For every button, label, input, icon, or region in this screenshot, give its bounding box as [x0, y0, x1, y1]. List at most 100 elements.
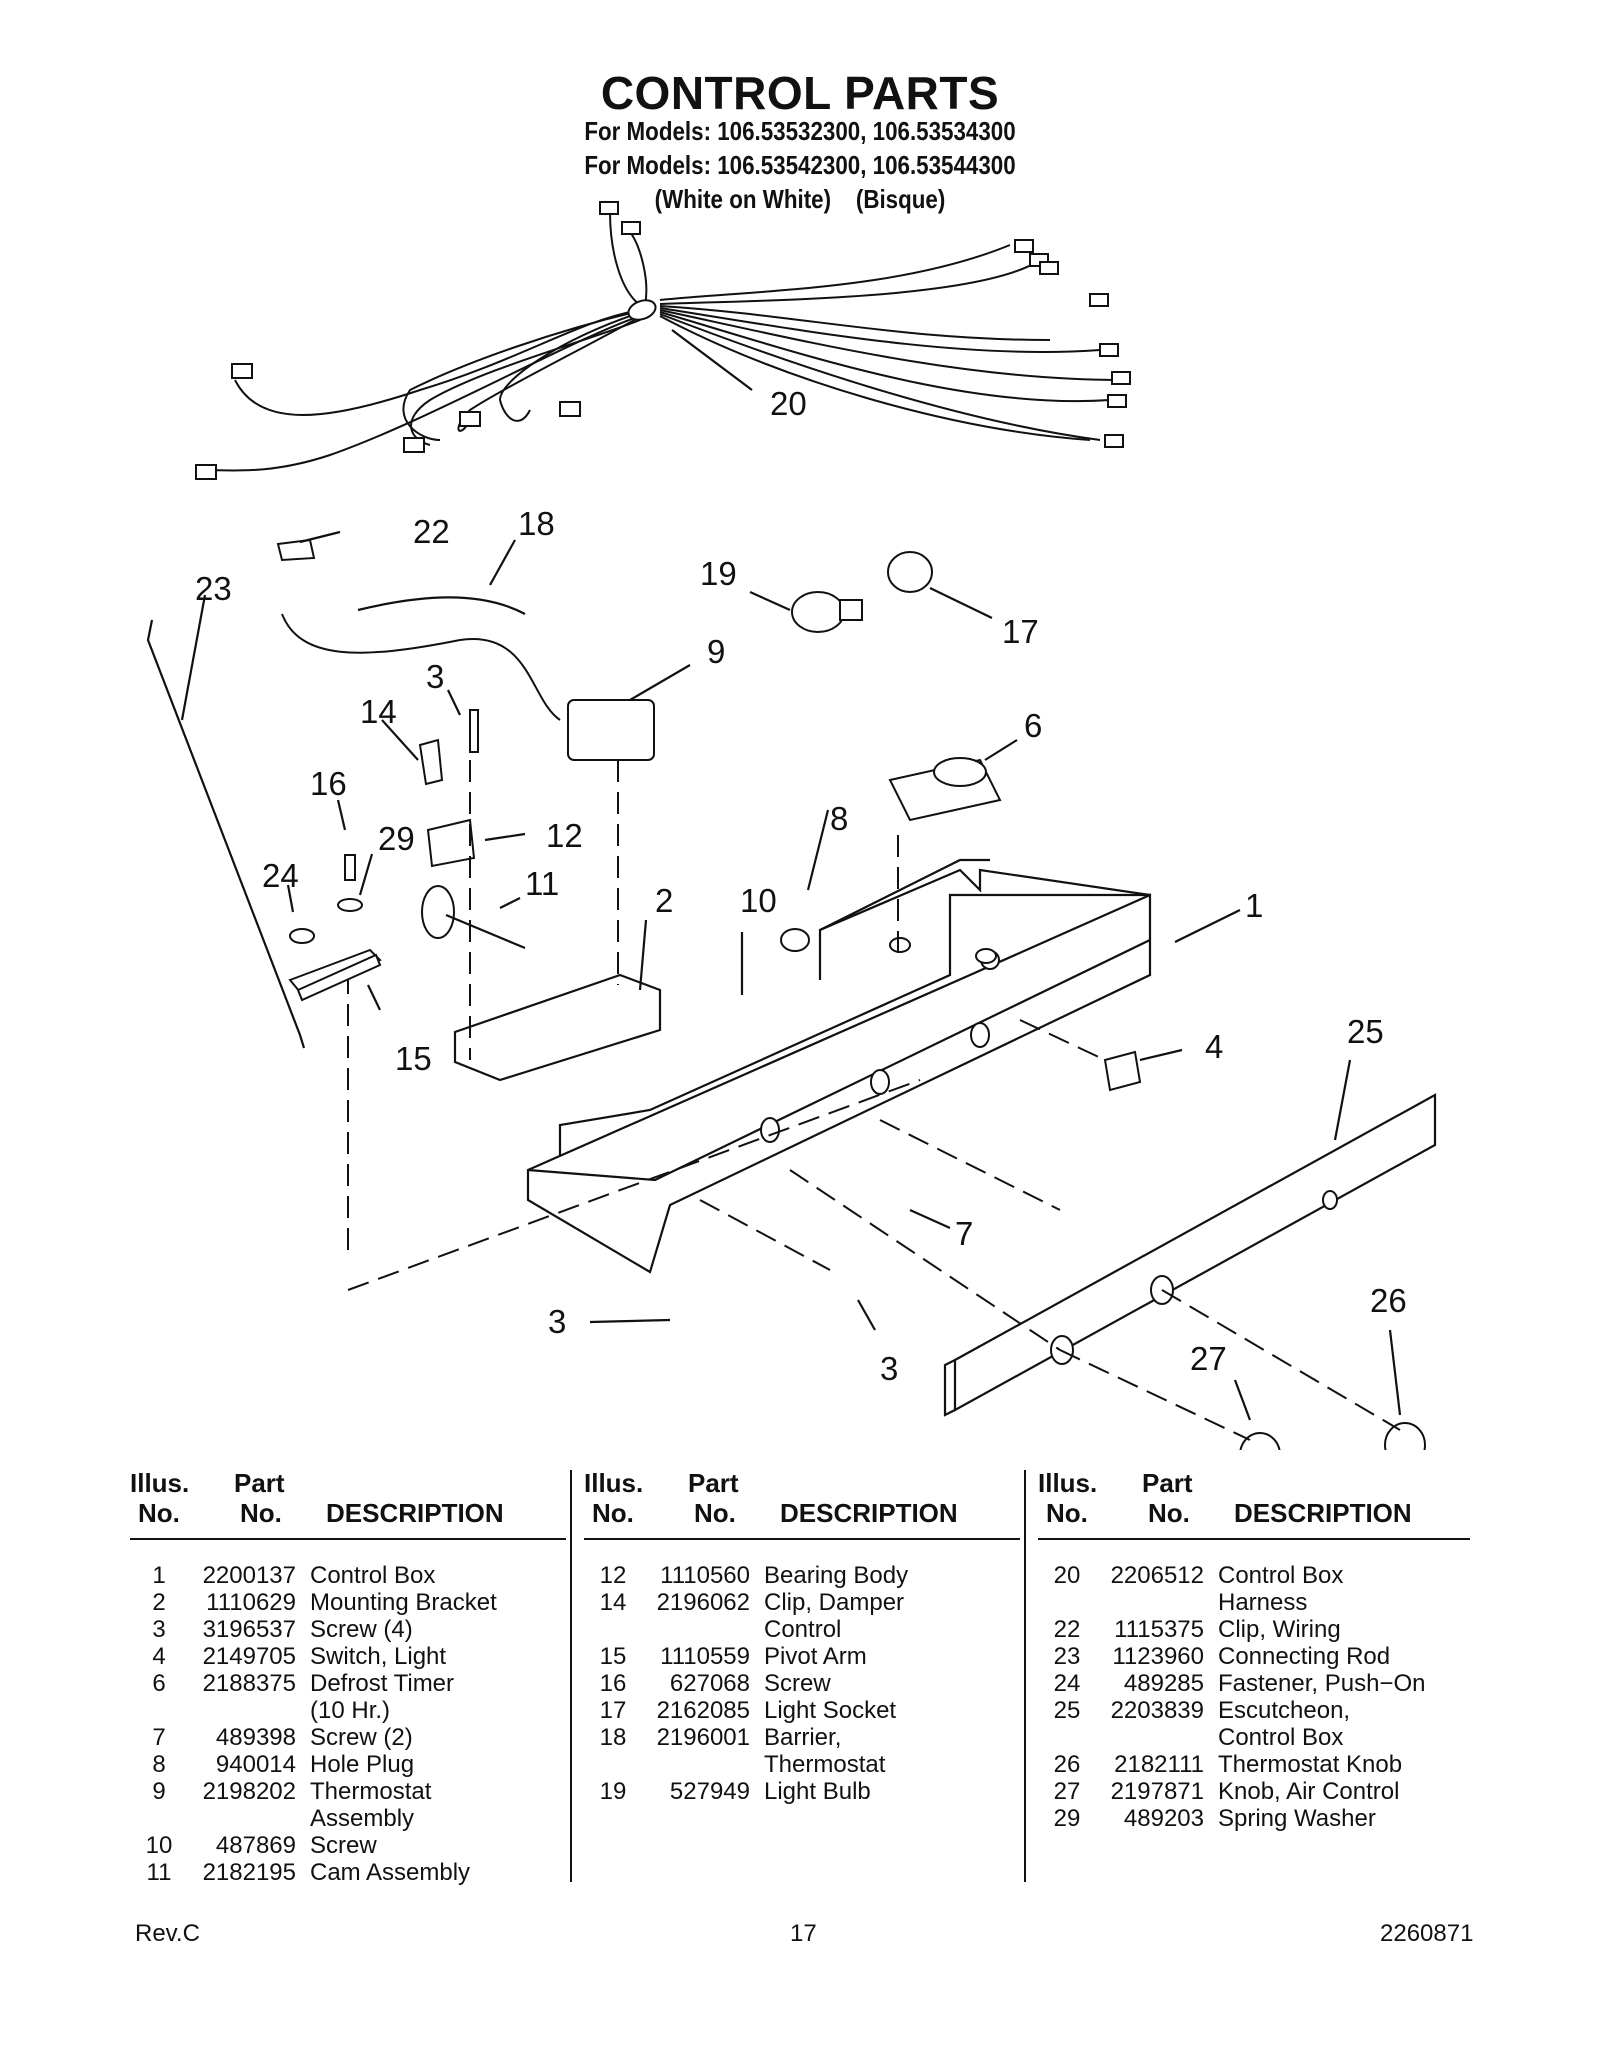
part-description: Clip, Wiring	[1218, 1616, 1341, 1643]
part-description: Control Box	[1218, 1724, 1344, 1751]
control-box-harness	[195, 201, 1131, 480]
part-number: 2198202	[202, 1778, 296, 1805]
illus-number: 7	[152, 1724, 166, 1751]
header-part: Part	[234, 1468, 285, 1498]
illus-number: 22	[1053, 1616, 1081, 1643]
exploded-parts-diagram: 20 22 18 23 19 17 9 3 14 6 16 29 12 8 24…	[146, 201, 1437, 1450]
callout-24: 24	[262, 857, 299, 894]
callout-14: 14	[360, 693, 397, 730]
part-number	[642, 1616, 764, 1643]
header-description: DESCRIPTION	[1234, 1498, 1412, 1528]
part-description: Screw	[764, 1670, 831, 1697]
pivot-arm	[296, 953, 382, 1002]
light-socket	[887, 551, 933, 593]
callout-23: 23	[195, 570, 232, 607]
illus-number: 20	[1053, 1562, 1081, 1589]
callout-22: 22	[413, 513, 450, 550]
connecting-rod	[146, 619, 306, 1049]
part-number: 627068	[669, 1670, 750, 1697]
header-illus: Illus.	[1038, 1468, 1098, 1498]
callout-7: 7	[955, 1215, 973, 1252]
header-illus-no: No.	[1046, 1498, 1088, 1528]
part-number: 1115375	[1114, 1616, 1204, 1643]
part-number	[188, 1805, 310, 1832]
thermostat-knob	[1384, 1422, 1426, 1450]
callout-19: 19	[700, 555, 737, 592]
header-rule	[130, 1538, 566, 1540]
column-divider	[1024, 1470, 1026, 1882]
callout-29: 29	[378, 820, 415, 857]
illus-number: 14	[599, 1589, 627, 1616]
callout-12: 12	[546, 817, 583, 854]
table-row: 22 1115375 Clip, Wiring	[1038, 1616, 1478, 1643]
header-part: Part	[688, 1468, 739, 1498]
header-part-no: No.	[1148, 1498, 1190, 1528]
part-description: Light Socket	[764, 1697, 897, 1724]
part-number	[1096, 1589, 1218, 1616]
part-description: Barrier,	[764, 1724, 842, 1751]
illus-number: 17	[599, 1697, 627, 1724]
table-row: Harness	[1038, 1589, 1478, 1616]
illus-number: 16	[599, 1670, 627, 1697]
callout-1: 1	[1245, 887, 1263, 924]
column-divider	[570, 1470, 572, 1882]
thermostat-barrier	[357, 596, 526, 615]
part-description: Mounting Bracket	[310, 1589, 497, 1616]
illus-number: 23	[1053, 1643, 1081, 1670]
colors-line: (White on White) (Bisque)	[654, 184, 946, 214]
table-row: Assembly	[130, 1805, 570, 1832]
part-number: 2196001	[656, 1724, 750, 1751]
part-description: Escutcheon,	[1218, 1697, 1351, 1724]
header-part-no: No.	[240, 1498, 282, 1528]
callout-9: 9	[707, 633, 725, 670]
part-description: (10 Hr.)	[310, 1697, 391, 1724]
header-description: DESCRIPTION	[780, 1498, 958, 1528]
part-number: 487869	[215, 1832, 296, 1859]
callout-2: 2	[655, 882, 673, 919]
part-number: 2188375	[202, 1670, 296, 1697]
header-illus: Illus.	[130, 1468, 190, 1498]
illus-number: 11	[146, 1859, 172, 1886]
illus-number: 6	[152, 1670, 166, 1697]
footer-revision: Rev.C	[135, 1920, 200, 1947]
part-number: 1110559	[660, 1643, 750, 1670]
illus-number: 15	[599, 1643, 627, 1670]
callout-26: 26	[1370, 1282, 1407, 1319]
illus-number: 26	[1053, 1751, 1081, 1778]
part-number: 2196062	[656, 1589, 750, 1616]
illus-number: 12	[599, 1562, 627, 1589]
callout-15: 15	[395, 1040, 432, 1077]
part-description: Light Bulb	[764, 1778, 871, 1805]
illus-number	[1038, 1589, 1096, 1616]
part-number: 2206512	[1110, 1562, 1204, 1589]
illus-number: 19	[599, 1778, 627, 1805]
header-illus: Illus.	[584, 1468, 644, 1498]
illus-number	[130, 1805, 188, 1832]
part-description: Pivot Arm	[764, 1643, 867, 1670]
page-title: CONTROL PARTS	[600, 67, 1000, 119]
part-number: 1123960	[1112, 1643, 1204, 1670]
footer-page-number: 17	[790, 1920, 817, 1947]
callout-20: 20	[770, 385, 807, 422]
part-number	[642, 1751, 764, 1778]
callout-25: 25	[1347, 1013, 1384, 1050]
part-number: 489203	[1123, 1805, 1204, 1832]
part-number: 527949	[669, 1778, 750, 1805]
part-description: Cam Assembly	[310, 1859, 471, 1886]
part-description: Control Box	[310, 1562, 436, 1589]
part-description: Connecting Rod	[1218, 1643, 1391, 1670]
part-description: Harness	[1218, 1589, 1308, 1616]
table-row: Control Box	[1038, 1724, 1478, 1751]
